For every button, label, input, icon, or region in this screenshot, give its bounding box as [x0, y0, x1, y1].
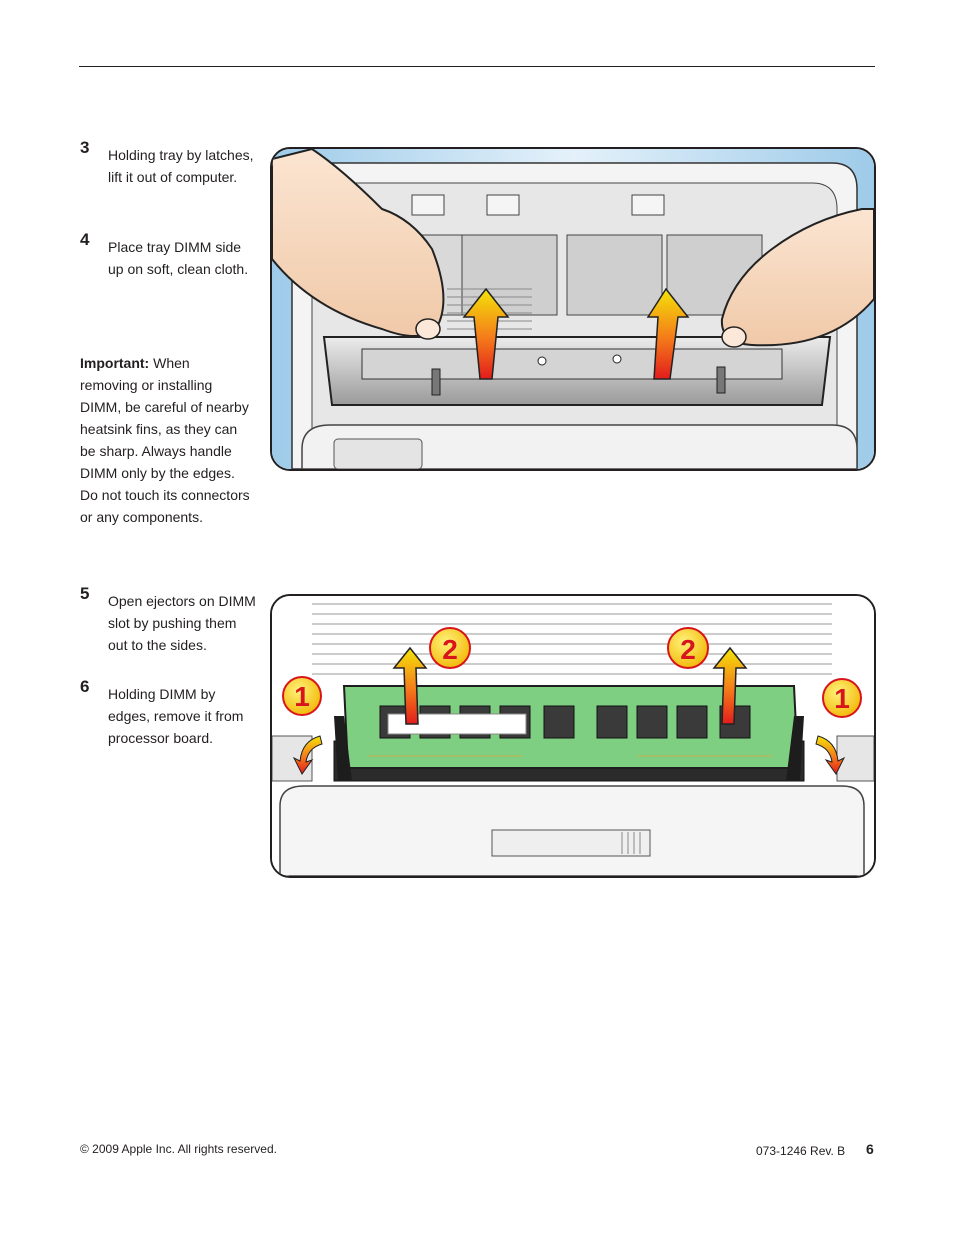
step-text: Open ejectors on DIMM slot by pushing th…	[108, 593, 256, 653]
important-label: Important:	[80, 355, 150, 371]
figure-lift-tray	[270, 147, 876, 471]
document-number: 073-1246 Rev. B	[756, 1144, 846, 1158]
copyright: © 2009 Apple Inc. All rights reserved.	[80, 1142, 277, 1156]
lift-arrow-icon	[712, 646, 748, 725]
step-text: Holding DIMM by edges, remove it from pr…	[108, 686, 244, 746]
important-text: When removing or installing DIMM, be car…	[80, 355, 250, 525]
push-arrow-icon	[292, 735, 323, 775]
callout-badge: 2	[667, 627, 709, 669]
callout-badge: 1	[282, 676, 322, 716]
step-number: 6	[80, 677, 90, 696]
lift-arrow-icon	[392, 646, 428, 725]
figure-remove-dimm: 1 2 2 1	[270, 594, 876, 878]
step-number: 3	[80, 138, 90, 157]
step-text: Place tray DIMM side up on soft, clean c…	[108, 239, 249, 277]
callout-badge: 1	[822, 678, 862, 718]
step-number: 5	[80, 584, 90, 603]
dimm-illustration: 1 2 2 1	[272, 596, 874, 876]
header-rule	[79, 66, 875, 67]
important-note: Important: When removing or installing D…	[80, 352, 250, 528]
lift-arrow-icon	[462, 287, 510, 380]
tray-illustration	[272, 149, 874, 469]
svg-text:1: 1	[294, 681, 310, 712]
svg-text:1: 1	[834, 683, 850, 714]
svg-text:2: 2	[442, 634, 458, 665]
step-text: Holding tray by latches, lift it out of …	[108, 147, 254, 185]
svg-text:2: 2	[680, 634, 696, 665]
page-number: 6	[866, 1141, 874, 1157]
step-number: 4	[80, 230, 90, 249]
callout-badge: 2	[429, 627, 471, 669]
lift-arrow-icon	[646, 287, 690, 380]
push-arrow-icon	[815, 735, 846, 775]
